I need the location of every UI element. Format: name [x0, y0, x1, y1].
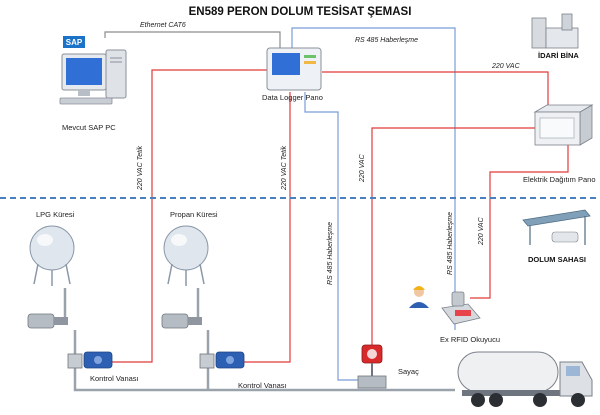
ethernet-label: Ethernet CAT6: [140, 22, 186, 29]
lpg-leg: [33, 263, 39, 285]
operator-body: [409, 302, 429, 308]
lpg-leg-3: [65, 263, 71, 285]
truck-wheel-3: [533, 393, 547, 407]
rfid-head: [451, 291, 465, 307]
elektrik-pano-label: Elektrik Dağıtım Pano: [523, 175, 596, 184]
sap-logo-text: SAP: [66, 38, 83, 47]
propan-kuresi[interactable]: Propan Küresi: [161, 210, 218, 329]
diagram-title: EN589 PERON DOLUM TESİSAT ŞEMASI: [189, 5, 412, 18]
vac-mid-line: [371, 127, 535, 348]
sayac-label: Sayaç: [398, 367, 419, 376]
kontrol-vanasi-2-label: Kontrol Vanası: [238, 381, 287, 390]
data-logger-screen: [272, 53, 300, 75]
propan-pump: [161, 313, 189, 329]
rs485-sayac-line: [304, 92, 362, 381]
canopy-roof: [522, 209, 591, 227]
lpg-pump: [27, 313, 55, 329]
vac-tetik-2-line: [240, 92, 291, 363]
propan-kuresi-label: Propan Küresi: [170, 210, 218, 219]
kontrol-vanasi-1-label: Kontrol Vanası: [90, 374, 139, 383]
pano-panel: [539, 117, 575, 139]
valve-body-2: [199, 353, 215, 369]
truck-wheel: [471, 393, 485, 407]
idari-bina-label: İDARİ BİNA: [538, 51, 579, 60]
rs485-rfid-label: RS 485 Haberleşme: [447, 212, 454, 275]
sap-logo: [63, 36, 85, 48]
vac-rfid-label: 220 VAC: [478, 216, 485, 246]
propan-sphere: [163, 225, 209, 271]
operator-helmet: [413, 286, 425, 290]
rfid-pad: [455, 310, 471, 316]
idari-bina[interactable]: İDARİ BİNA: [531, 13, 579, 60]
pc-tower: [105, 49, 127, 99]
vac-mid-label: 220 VAC: [359, 153, 366, 183]
valve-wheel: [94, 356, 102, 364]
meter-display: [367, 349, 377, 359]
sayac[interactable]: Sayaç: [357, 344, 419, 389]
lpg-pump-head: [54, 317, 68, 325]
rs485-top-label: RS 485 Haberleşme: [355, 37, 418, 44]
lpg-sphere: [29, 225, 75, 271]
kontrol-vanasi-2[interactable]: Kontrol Vanası: [199, 351, 287, 390]
propan-leg-3: [199, 263, 205, 285]
vac-rfid-line: [470, 143, 569, 299]
propan-leg: [167, 263, 173, 285]
pc-monitor-stand: [78, 90, 90, 96]
propan-pump-head: [188, 317, 202, 325]
kontrol-vanasi-1[interactable]: Kontrol Vanası: [67, 351, 139, 383]
data-logger-indicator-2: [304, 61, 316, 64]
operator-icon: [409, 286, 429, 308]
lpg-kuresi-label: LPG Küresi: [36, 210, 75, 219]
canopy-truck: [551, 231, 579, 243]
pipeline: [73, 330, 455, 392]
truck-tank: [457, 351, 559, 393]
sap-pc[interactable]: SAP Mevcut SAP PC: [59, 36, 127, 132]
pc-monitor-screen: [66, 58, 102, 85]
rfid-reader[interactable]: Ex RFID Okuyucu: [440, 291, 500, 344]
tanker-truck: [457, 351, 593, 407]
meter-pipe: [357, 375, 387, 389]
dolum-sahasi-label: DOLUM SAHASI: [528, 255, 586, 264]
data-logger-pano[interactable]: Data Logger Pano: [262, 47, 323, 102]
lpg-kuresi[interactable]: LPG Küresi: [27, 210, 75, 329]
building-main: [545, 27, 579, 49]
valve-wheel-2: [226, 356, 234, 364]
rs485-top-line: [291, 27, 456, 330]
vac-tetik-2-label: 220 VAC Tetik: [281, 145, 288, 191]
sap-pc-label: Mevcut SAP PC: [62, 123, 116, 132]
truck-window: [566, 366, 580, 376]
valve-body: [67, 353, 83, 369]
lpg-sphere-highlight: [37, 234, 53, 246]
elektrik-pano[interactable]: Elektrik Dağıtım Pano: [523, 104, 596, 184]
pc-keyboard: [59, 97, 113, 105]
truck-wheel-4: [571, 393, 585, 407]
vac-tetik-1-line: [112, 69, 268, 363]
building-tower: [531, 17, 547, 49]
building-silo: [561, 13, 573, 31]
rfid-label: Ex RFID Okuyucu: [440, 335, 500, 344]
vac-top-right-line: [322, 71, 549, 110]
vac-top-right-label: 220 VAC: [491, 63, 521, 70]
truck-wheel-2: [489, 393, 503, 407]
dolum-sahasi[interactable]: DOLUM SAHASI: [522, 209, 591, 264]
rs485-sayac-label: RS 485 Haberleşme: [327, 222, 334, 285]
data-logger-indicator: [304, 55, 316, 58]
data-logger-label: Data Logger Pano: [262, 93, 323, 102]
propan-sphere-highlight: [171, 234, 187, 246]
vac-tetik-1-label: 220 VAC Tetik: [137, 145, 144, 191]
truck-chassis: [462, 390, 582, 396]
ethernet-line: [104, 31, 281, 50]
